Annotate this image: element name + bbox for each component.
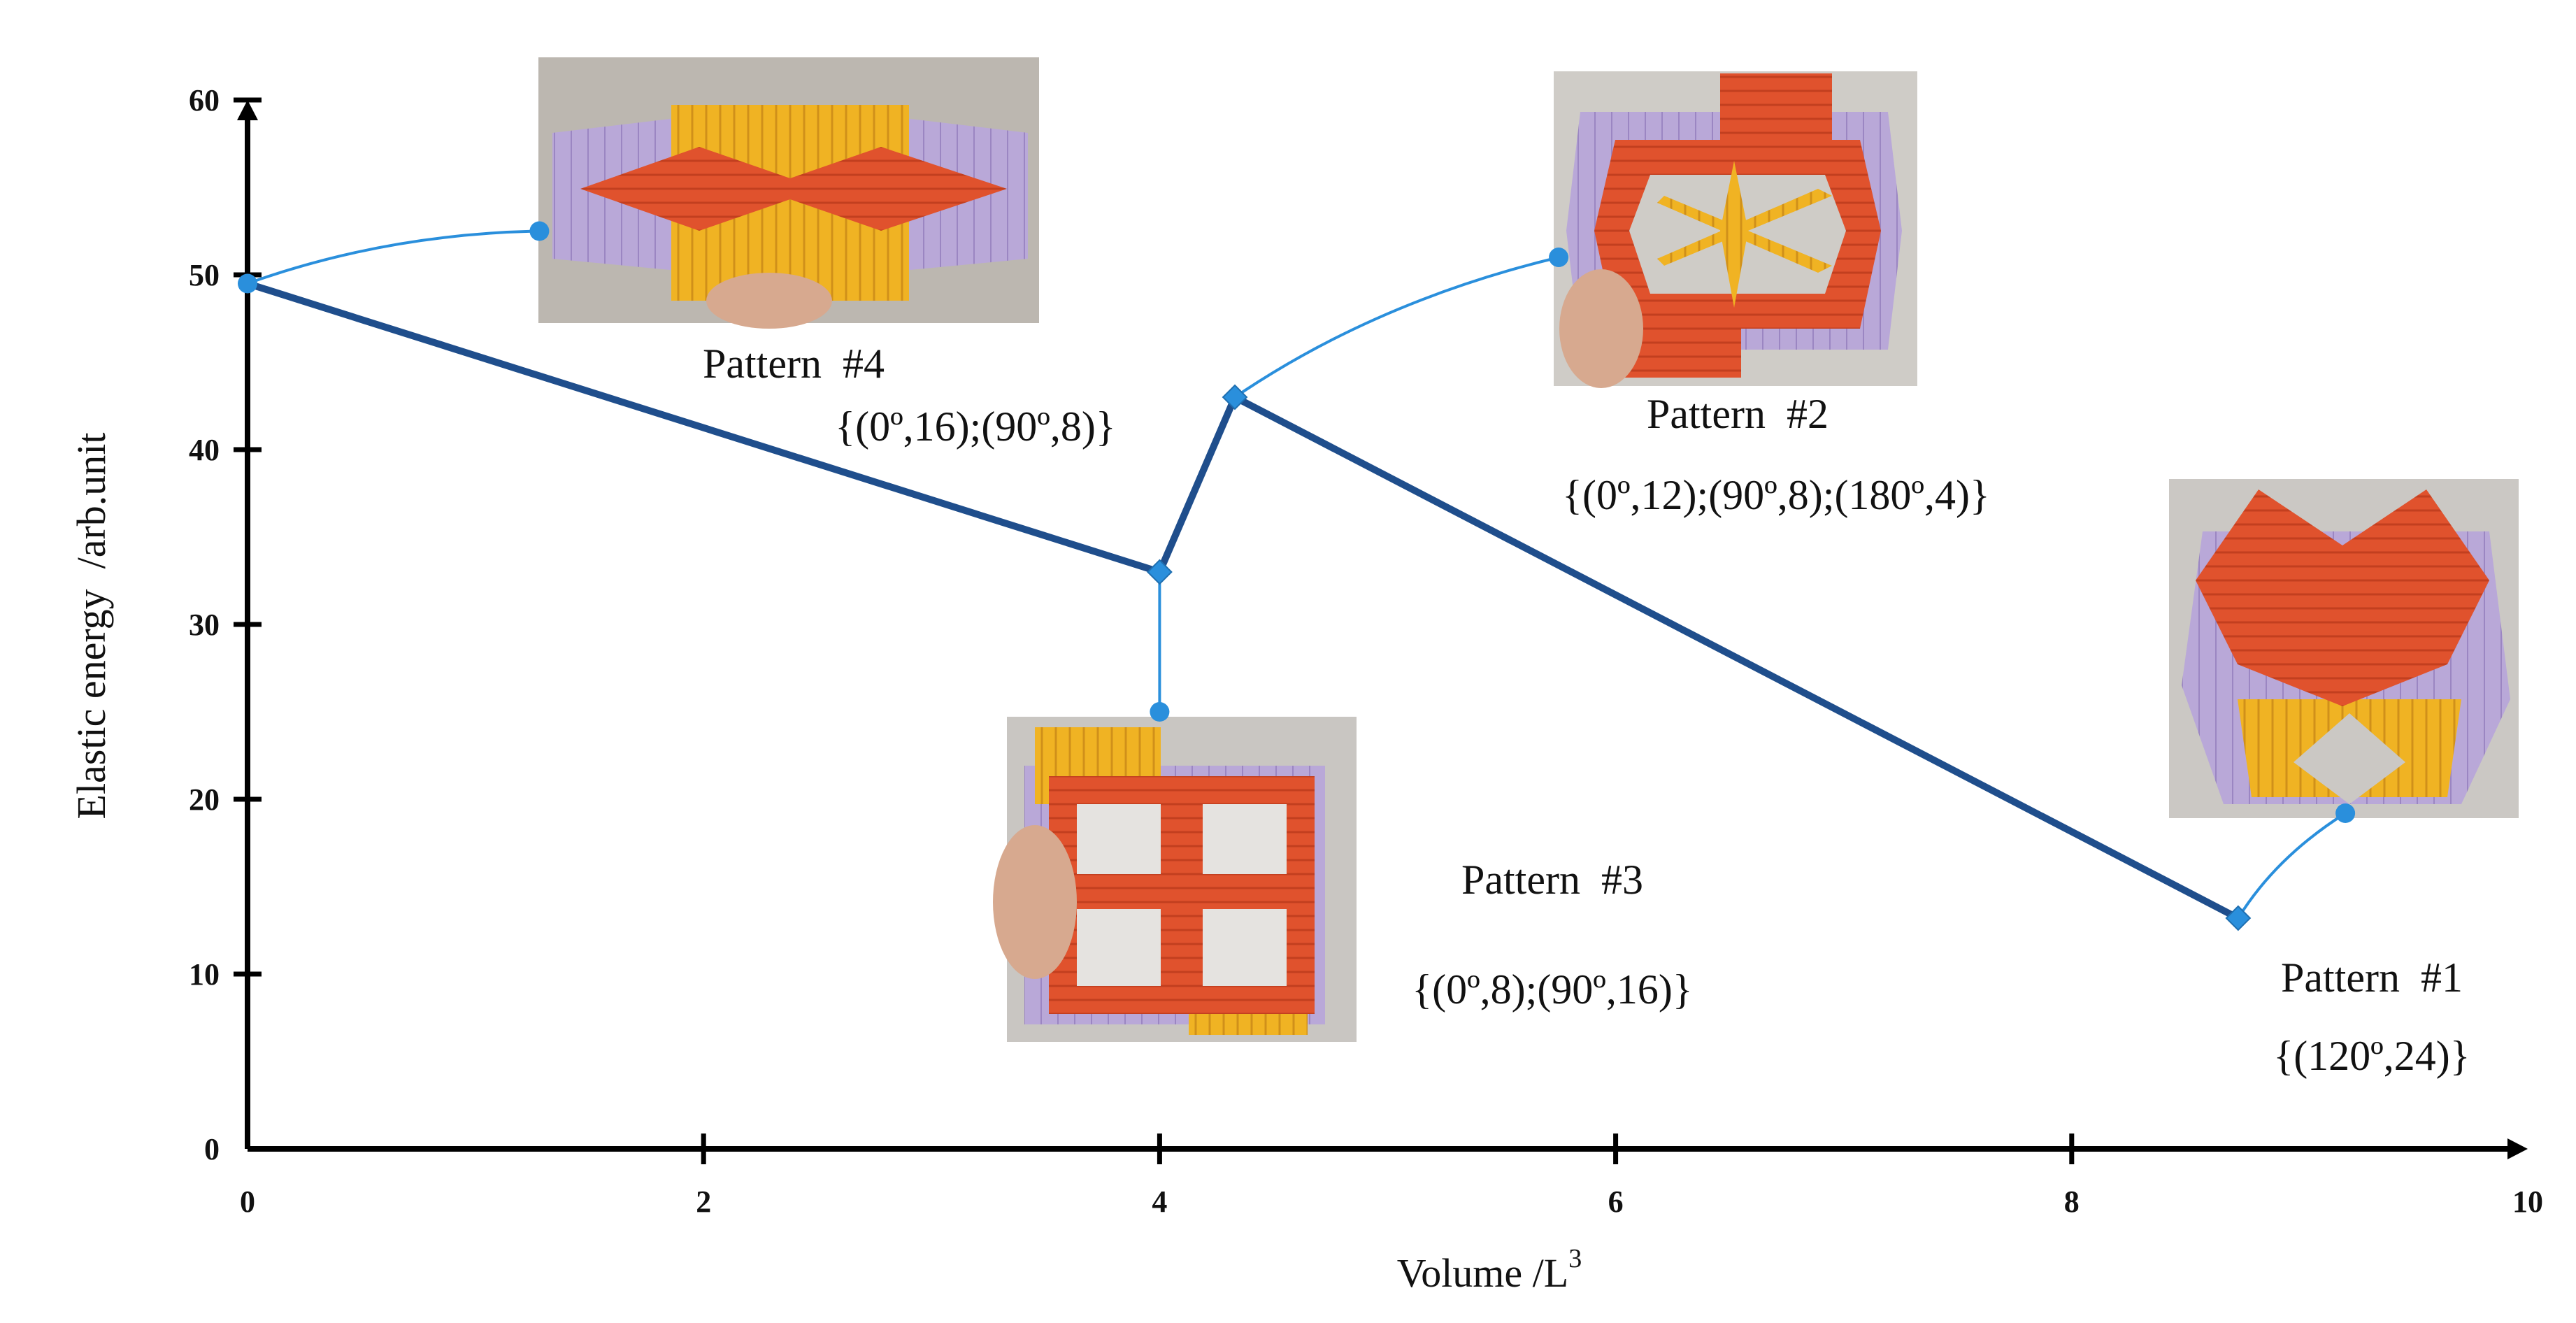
annotation-spec-2: {(0º,12);(90º,8);(180º,4)} [1562,472,1990,518]
y-axis-title: Elastic energy /arb.unit [69,433,114,820]
x-axis-title-superscript: 3 [1568,1244,1582,1273]
x-tick-label: 4 [1152,1185,1167,1219]
data-point [238,273,257,294]
annotation-leader-line [247,229,540,285]
origami-photo-4 [538,57,1039,329]
y-tick-label: 40 [189,433,220,467]
annotation-pattern-4: Pattern #4 [703,341,885,387]
series-line [246,280,2240,922]
annotation-leader-line [1233,256,1559,399]
annotation-leader-dot [2335,803,2356,823]
y-tick-label: 10 [189,957,220,992]
annotation-leader-dot [1150,702,1170,722]
origami-photo-3 [993,717,1357,1042]
x-axis-title: Volume /L3 [1397,1244,1582,1296]
x-tick-label: 10 [2512,1185,2543,1219]
annotation-spec-4: {(0º,16);(90º,8)} [835,403,1115,450]
y-tick-label: 60 [189,83,220,117]
data-point [1222,384,1248,410]
annotation-leader-dot [1549,248,1569,267]
data-point [2225,905,2252,931]
y-tick-label: 50 [189,258,220,292]
annotation-leader-line [2237,812,2347,920]
y-tick-label: 20 [189,782,220,817]
x-tick-label: 6 [1608,1185,1624,1219]
x-tick-label: 0 [240,1185,255,1219]
annotation-spec-1: {(120º,24)} [2273,1033,2470,1079]
annotation-leader-dot [529,221,550,241]
annotation-spec-3: {(0º,8);(90º,16)} [1412,966,1692,1013]
data-point [1146,559,1173,585]
x-axis-title-text: Volume /L [1397,1250,1568,1296]
annotation-pattern-2: Pattern #2 [1647,391,1829,437]
annotation-pattern-1: Pattern #1 [2281,954,2463,1001]
x-axis [248,1138,2528,1159]
x-tick-label: 2 [696,1185,711,1219]
annotation-pattern-3: Pattern #3 [1461,857,1643,903]
x-tick-label: 8 [2064,1185,2080,1219]
y-tick-label: 30 [189,608,220,642]
origami-photo-2 [1554,71,1917,388]
y-tick-label: 0 [204,1132,220,1166]
origami-photo-1 [2169,479,2519,818]
